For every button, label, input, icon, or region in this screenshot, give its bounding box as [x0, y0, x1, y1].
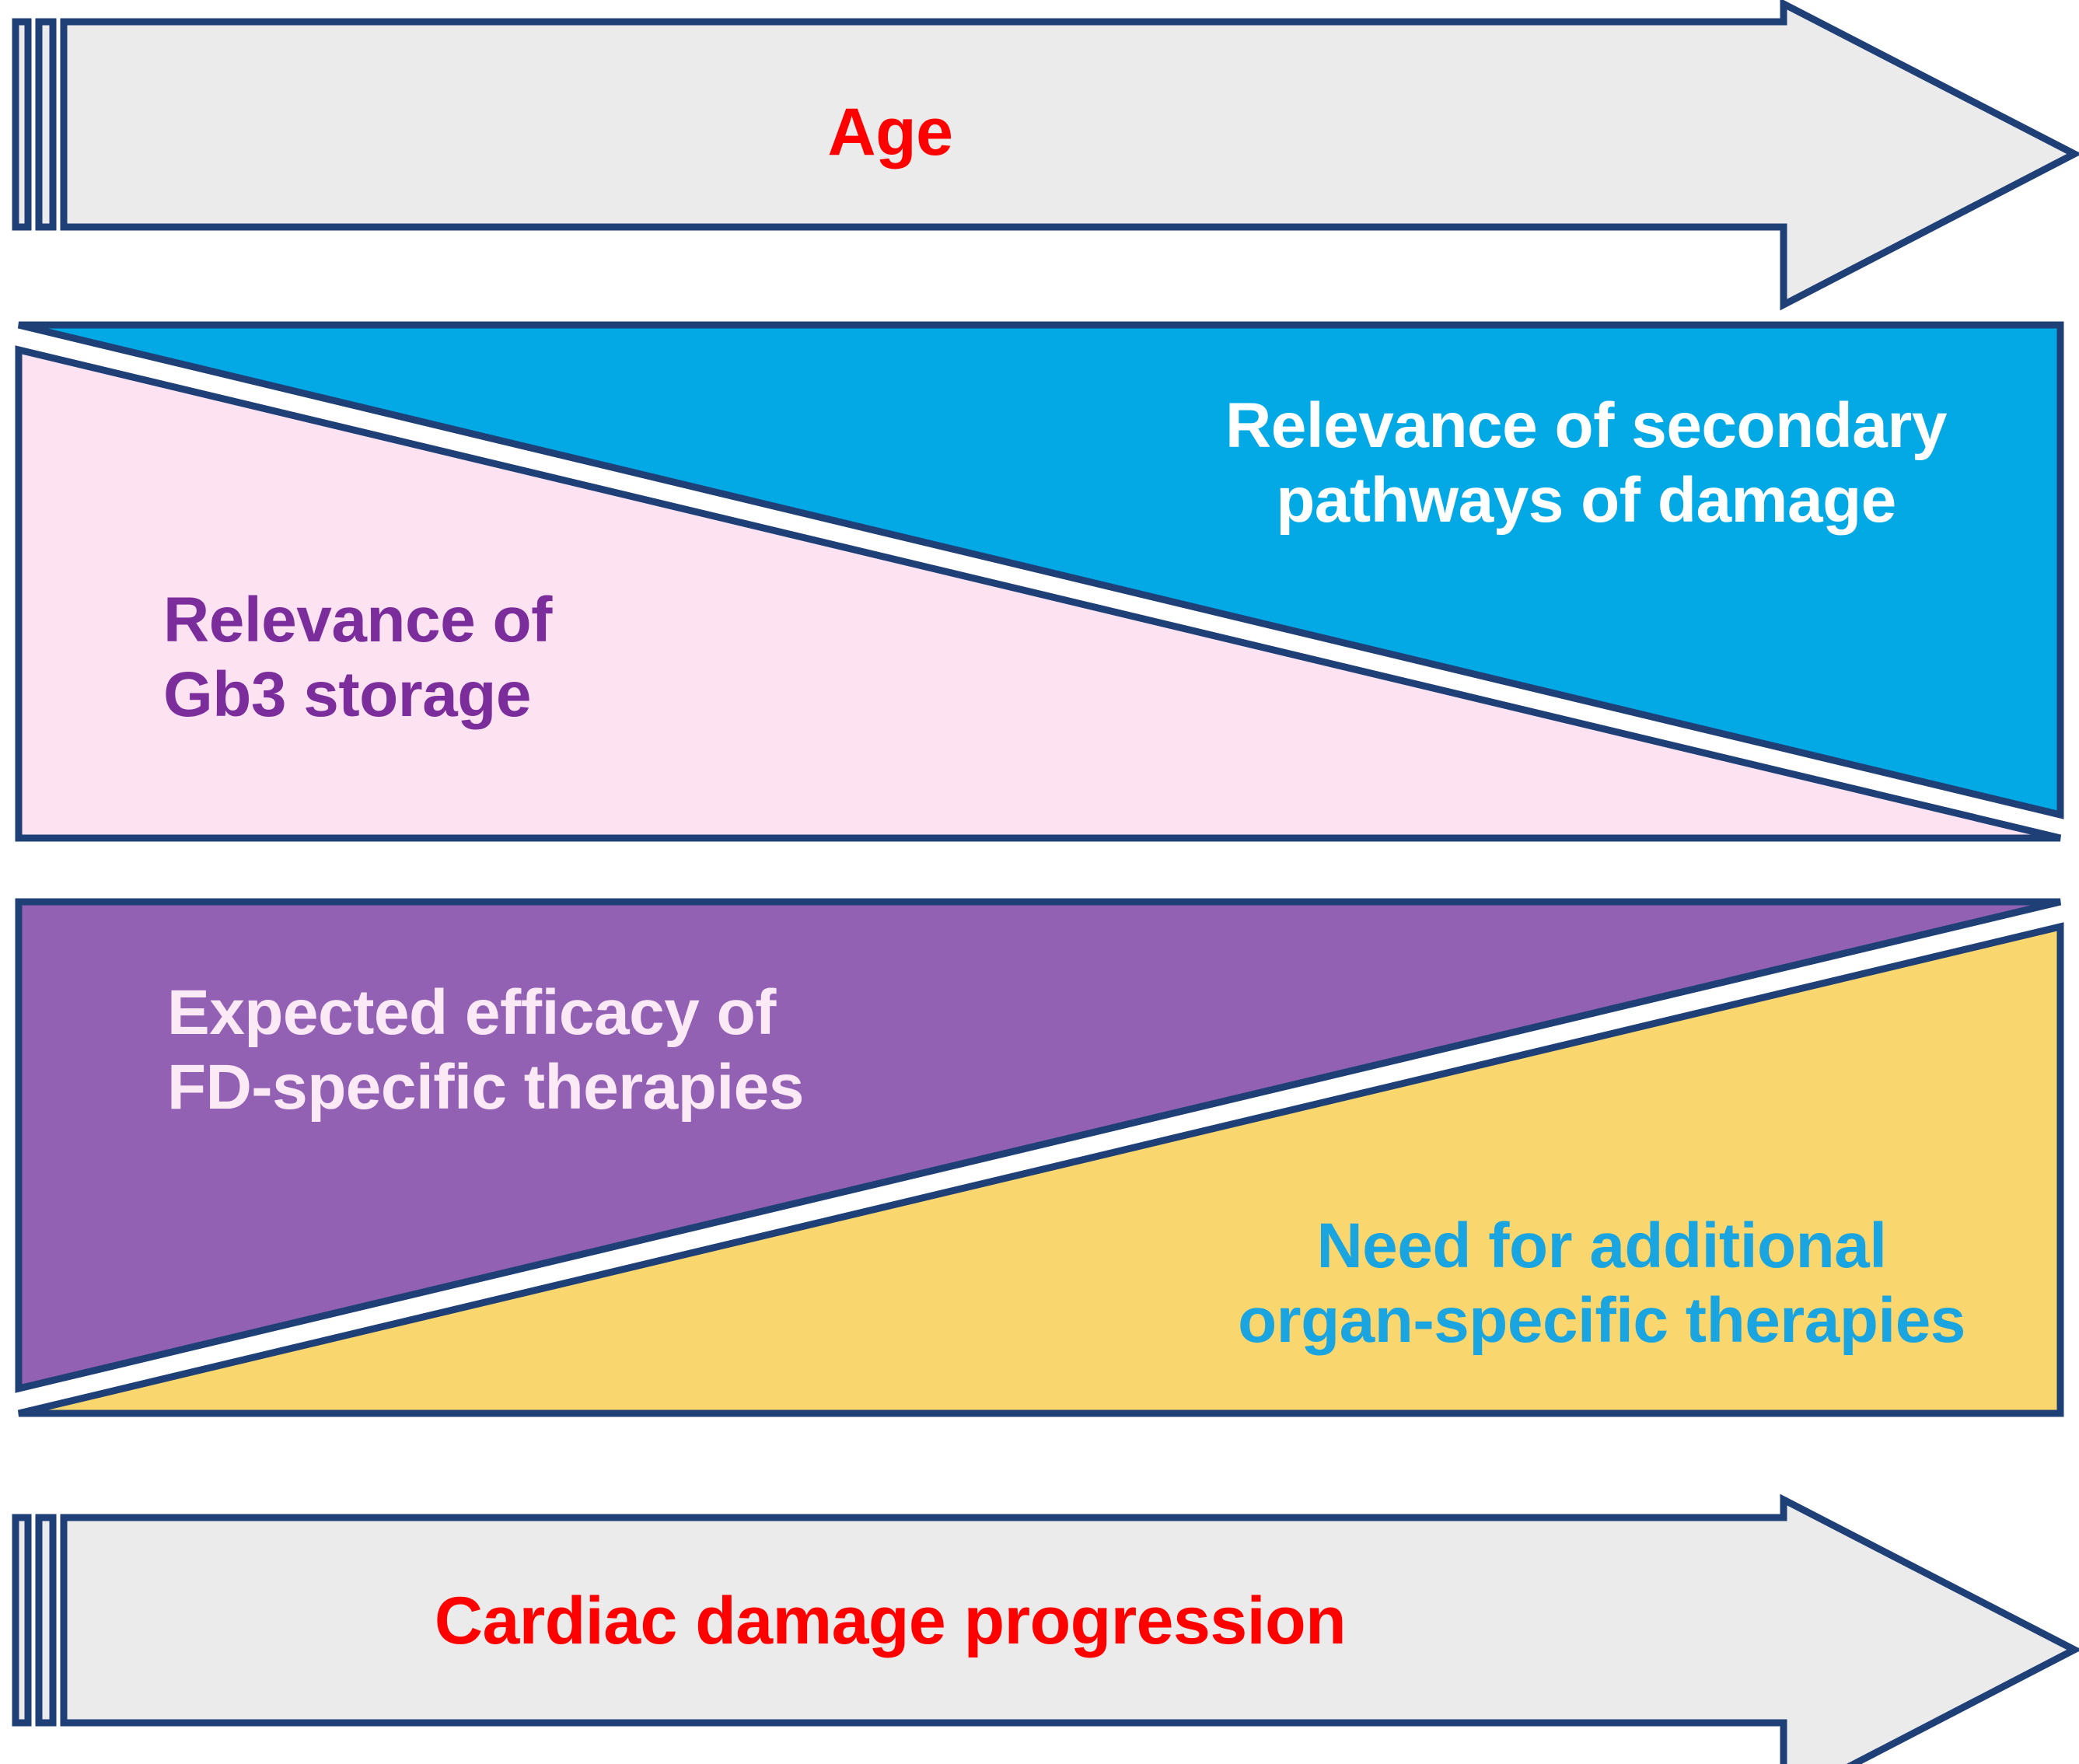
cardiac-damage-arrow-group: [12, 1493, 2079, 1764]
age-arrow-shape: [60, 0, 2079, 311]
organ-specific-need-area: [17, 922, 2064, 1417]
cardiac-arrow-shape: [60, 1493, 2079, 1764]
age-arrow-tail-stripe-2: [35, 18, 57, 231]
secondary-pathways-area: [17, 321, 2064, 819]
age-arrow-label: Age: [827, 95, 953, 169]
cardiac-damage-progression-label: Cardiac damage progression: [434, 1584, 1347, 1658]
cardiac-arrow-tail-stripe-2: [35, 1514, 57, 1727]
age-arrow-tail-stripe-1: [12, 18, 32, 231]
therapy-band-group: [15, 898, 2064, 1417]
age-arrow-group: [12, 0, 2079, 311]
relevance-band-group: [15, 321, 2064, 842]
gb3-storage-area: [15, 345, 2062, 842]
expected-efficacy-label: Expected efficacy of FD-specific therapi…: [167, 977, 804, 1123]
expected-efficacy-area: [15, 898, 2062, 1393]
cardiac-arrow-tail-stripe-1: [12, 1514, 32, 1727]
secondary-pathways-label: Relevance of secondary pathways of damag…: [1225, 390, 1947, 536]
organ-specific-need-label: Need for additional organ-specific thera…: [1238, 1210, 1965, 1356]
gb3-storage-label: Relevance of Gb3 storage: [163, 585, 552, 730]
